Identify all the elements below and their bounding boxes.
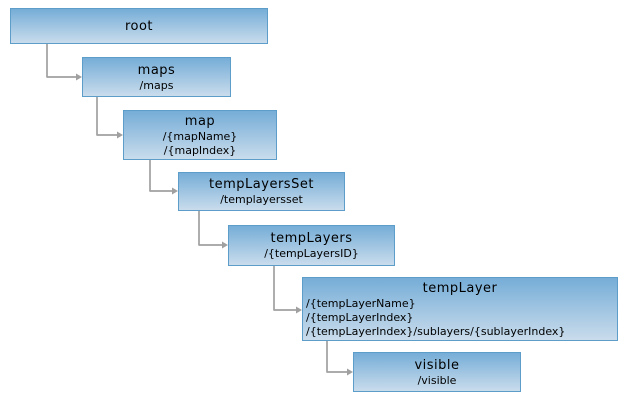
node-path: /{tempLayerIndex}/sublayers/{sublayerInd… bbox=[306, 325, 566, 338]
arrowhead-icon bbox=[222, 241, 228, 249]
arrowhead-icon bbox=[172, 187, 178, 195]
node-title: root bbox=[124, 18, 154, 34]
node-path: /visible bbox=[417, 373, 457, 387]
connector-map-templayersset bbox=[149, 160, 172, 192]
connector-templayers-templayer bbox=[273, 266, 296, 311]
node-visible: visible /visible bbox=[353, 352, 521, 392]
node-title: tempLayer bbox=[422, 281, 498, 296]
node-map: map /{mapName} /{mapIndex} bbox=[123, 110, 277, 160]
node-root: root bbox=[10, 8, 268, 44]
node-maps: maps /maps bbox=[82, 57, 231, 97]
node-templayer: tempLayer /{tempLayerName} /{tempLayerIn… bbox=[302, 277, 618, 341]
node-templayers: tempLayers /{tempLayersID} bbox=[228, 225, 395, 266]
node-path: /{tempLayerIndex} bbox=[306, 311, 414, 324]
node-path: /{tempLayersID} bbox=[264, 247, 359, 260]
connector-templayersset-templayers bbox=[198, 211, 222, 246]
node-templayersset: tempLayersSet /templayersset bbox=[178, 172, 345, 211]
node-path: /{mapIndex} bbox=[163, 143, 237, 157]
arrowhead-icon bbox=[76, 73, 82, 81]
node-title: visible bbox=[414, 357, 460, 373]
node-title: tempLayers bbox=[270, 231, 353, 246]
connector-root-maps bbox=[46, 44, 76, 78]
node-path: /maps bbox=[139, 78, 174, 92]
arrowhead-icon bbox=[296, 306, 302, 314]
node-path: /{tempLayerName} bbox=[306, 297, 416, 310]
node-title: maps bbox=[137, 62, 176, 78]
arrowhead-icon bbox=[117, 131, 123, 139]
node-path: /{mapName} bbox=[162, 129, 238, 143]
connector-templayer-visible bbox=[326, 341, 347, 373]
node-title: tempLayersSet bbox=[209, 177, 314, 192]
node-title: map bbox=[184, 113, 216, 129]
node-path: /templayersset bbox=[220, 193, 303, 206]
connector-maps-map bbox=[96, 97, 117, 136]
arrowhead-icon bbox=[347, 368, 353, 376]
